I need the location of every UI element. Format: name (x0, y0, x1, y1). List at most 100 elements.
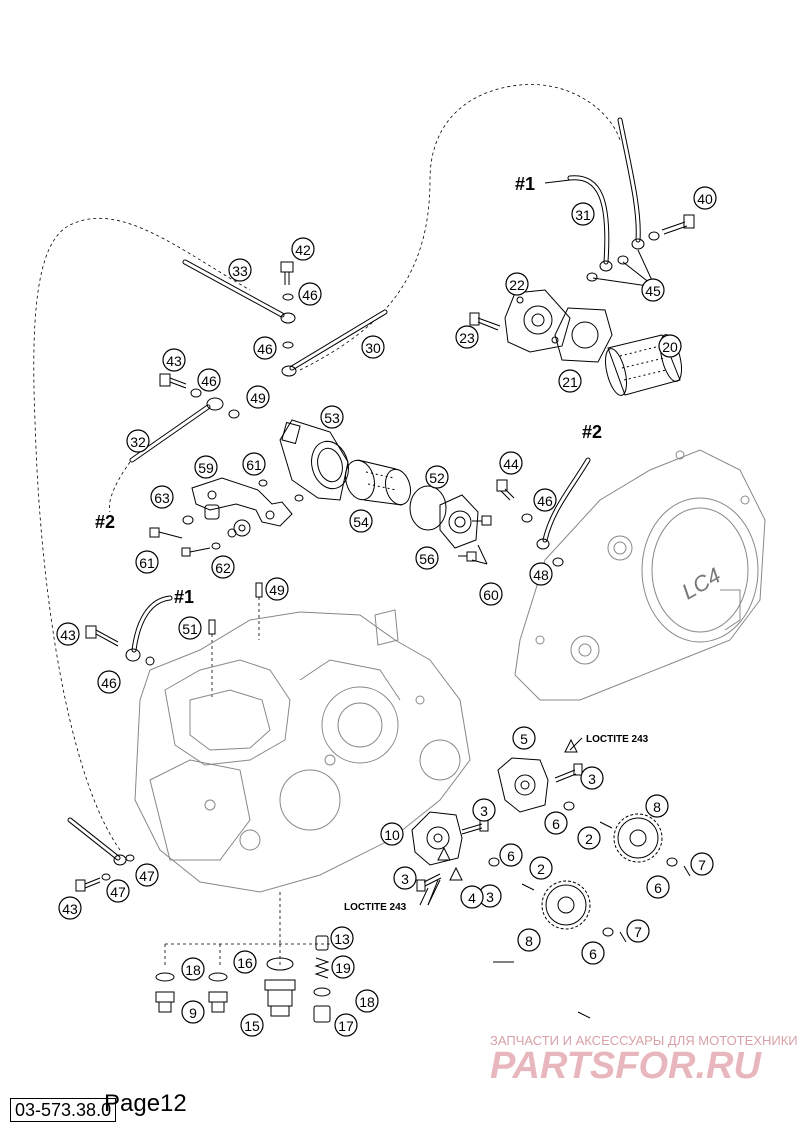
callout-46: 46 (253, 336, 277, 360)
washer-47-right (552, 557, 564, 567)
banjo-bolt-43-mid (85, 625, 119, 647)
callout-number: 9 (189, 1005, 197, 1021)
callout-63: 63 (150, 485, 174, 509)
callout-number: 4 (468, 890, 476, 906)
callout-number: 62 (215, 560, 231, 576)
callout-6: 6 (499, 843, 523, 867)
callout-8: 8 (517, 928, 541, 952)
banjo-bolt-42 (280, 261, 294, 285)
callout-number: 21 (562, 374, 578, 390)
callout-8: 8 (645, 794, 669, 818)
washer-47-left (125, 854, 135, 862)
gear-8-upper (613, 813, 663, 863)
callout-5: 5 (512, 726, 536, 750)
spacer-62 (182, 504, 220, 525)
screw-61-bottom (181, 542, 221, 557)
callout-number: 19 (335, 960, 351, 976)
callout-number: 63 (154, 490, 170, 506)
callout-number: 45 (645, 283, 661, 299)
callout-3: 3 (472, 798, 496, 822)
spring-19 (314, 957, 330, 979)
callout-46: 46 (197, 368, 221, 392)
washer-46-top (282, 293, 294, 301)
callout-6: 6 (544, 811, 568, 835)
callout-number: 3 (588, 771, 596, 787)
callout-62: 62 (211, 555, 235, 579)
callout-30: 30 (361, 335, 385, 359)
callout-number: 51 (182, 621, 198, 637)
callout-number: 8 (525, 933, 533, 949)
watermark-brand: PARTSFOR.RU (490, 1045, 762, 1087)
callout-number: 44 (503, 456, 519, 472)
callout-51: 51 (178, 616, 202, 640)
callout-number: 30 (365, 340, 381, 356)
loctite-label-lower: LOCTITE 243 (344, 902, 407, 913)
nozzle-49-left (208, 619, 216, 700)
oil-route-top (299, 84, 621, 371)
callout-61: 61 (135, 550, 159, 574)
callout-61: 61 (242, 452, 266, 476)
callout-number: 46 (302, 287, 318, 303)
callout-6: 6 (581, 941, 605, 965)
plug-9-right (208, 972, 228, 1013)
callout-number: 43 (60, 627, 76, 643)
bracket-56 (191, 477, 293, 527)
callout-number: 52 (429, 470, 445, 486)
callout-40: 40 (693, 186, 717, 210)
nozzle-49-top (255, 582, 263, 640)
callout-7: 7 (626, 919, 650, 943)
plug-15 (264, 979, 296, 1017)
o-ring-16 (266, 957, 294, 971)
callout-54: 54 (349, 509, 373, 533)
callout-number: 13 (334, 931, 350, 947)
callout-46: 46 (298, 282, 322, 306)
callout-2: 2 (577, 826, 601, 850)
callout-number: 48 (533, 567, 549, 583)
oil-hose-2 (536, 457, 591, 550)
callout-18: 18 (355, 989, 379, 1013)
callout-7: 7 (690, 852, 714, 876)
callout-number: 3 (480, 803, 488, 819)
page-label: Page12 (104, 1090, 187, 1117)
callout-3: 3 (580, 766, 604, 790)
callout-number: 5 (520, 731, 528, 747)
nut-63 (227, 519, 251, 538)
callout-33: 33 (228, 258, 252, 282)
gear-8-lower (541, 880, 591, 930)
callout-16: 16 (233, 950, 257, 974)
oil-hose-lower (67, 817, 127, 866)
crankcase (134, 609, 471, 893)
callout-number: 54 (353, 514, 369, 530)
o-ring-51 (409, 485, 447, 531)
washer-46-left (190, 388, 202, 398)
washer-61-top (258, 479, 268, 487)
spring-13 (315, 935, 329, 951)
callout-number: 47 (139, 868, 155, 884)
washer-46-bottom (101, 873, 111, 881)
callout-number: 16 (237, 955, 253, 971)
loctite-label-upper: LOCTITE 243 (586, 734, 649, 745)
callout-number: 56 (419, 551, 435, 567)
o-ring-18-right (313, 987, 331, 997)
callout-number: 3 (401, 871, 409, 887)
callout-number: 53 (324, 410, 340, 426)
callout-4: 4 (460, 885, 484, 909)
washer-46-right (521, 513, 533, 523)
callout-number: 8 (653, 799, 661, 815)
callout-18: 18 (181, 957, 205, 981)
callout-number: 33 (232, 263, 248, 279)
callout-46: 46 (97, 670, 121, 694)
callout-number: 2 (585, 831, 593, 847)
callout-number: 18 (359, 994, 375, 1010)
housing-52 (279, 419, 349, 501)
clutch-cover-lc4 (514, 449, 766, 701)
callout-15: 15 (240, 1013, 264, 1037)
callout-22: 22 (505, 272, 529, 296)
washer-61-mid (294, 494, 304, 502)
callout-49: 49 (246, 385, 270, 409)
oil-filter-20 (605, 334, 682, 396)
reference-code: 03-573.38.0 (10, 1098, 117, 1122)
callout-number: 59 (198, 460, 214, 476)
callout-10: 10 (380, 822, 404, 846)
